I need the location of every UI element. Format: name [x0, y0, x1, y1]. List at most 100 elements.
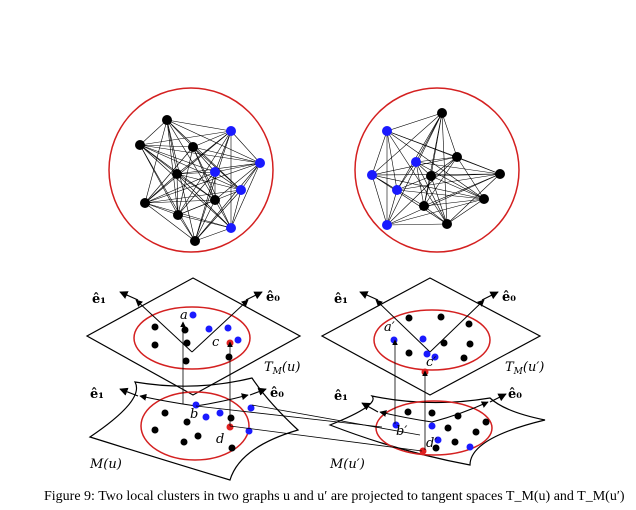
manifold-right-node [434, 436, 442, 444]
graph-right-edge [446, 173, 501, 225]
tangent-right-node [466, 340, 474, 348]
graph-right-edge [371, 174, 485, 200]
tangent-plane-right-cluster [373, 309, 491, 371]
manifold-right-curve-2 [431, 401, 489, 423]
manifold-left-node [180, 438, 188, 446]
manifold-left-node [151, 426, 159, 434]
tangent-right-node [440, 339, 448, 347]
tangent-right-node [405, 349, 413, 357]
graph-left-edges [139, 119, 261, 242]
graph-right-edge [396, 161, 417, 191]
graph-right-edge [415, 156, 458, 163]
graph-left-edge [144, 199, 216, 204]
manifold-left-node [228, 444, 236, 452]
label-e1-left-bottom: ê₁ [90, 387, 104, 402]
projection-connectors [180, 321, 428, 452]
graph-left-edge [139, 144, 194, 148]
graph-right-edge [386, 130, 448, 225]
manifold-left-node [227, 414, 235, 422]
graph-left-edge [194, 189, 242, 242]
graph-right-nodes [367, 108, 505, 230]
label-d: d [216, 432, 224, 447]
graph-right-node [437, 108, 447, 118]
graph-left-edge [176, 173, 179, 216]
label-d-prime: d′ [426, 436, 437, 451]
graph-right-edge [441, 112, 448, 225]
graph-right-node [426, 171, 436, 181]
graph-right-edge [423, 198, 485, 207]
graph-right-node [452, 152, 462, 162]
graph-left-edge [176, 171, 216, 175]
label-e0-left-bottom: ê₀ [270, 386, 284, 401]
graph-left-edge [144, 173, 178, 204]
tangent-right-e1-far [359, 291, 379, 301]
graph-right-edge [446, 198, 485, 225]
tangent-plane-left-cluster [133, 306, 251, 370]
graph-left-edge [230, 189, 242, 229]
manifold-right-node [428, 422, 436, 430]
manifold-left-node [192, 401, 200, 409]
manifold-right-node [454, 412, 462, 420]
label-tangent-left: TM(u) [264, 360, 300, 377]
label-e1-right-bottom: ê₁ [334, 389, 348, 404]
graph-right-edge [371, 173, 501, 176]
graph-left-edge [194, 227, 232, 242]
graph-left-edge [194, 130, 232, 242]
graph-right-edge [415, 161, 485, 200]
graph-right-node [382, 126, 392, 136]
graph-left-boundary [108, 87, 274, 253]
graph-left-edge [144, 162, 261, 204]
graph-left-edge [176, 173, 242, 191]
graph-right-edge [386, 189, 398, 226]
graph-left-node [140, 198, 150, 208]
graph-left-edge [214, 130, 232, 173]
graph-left-edge [214, 162, 261, 173]
graph-right-edge [386, 112, 443, 132]
manifold-left-node [216, 409, 224, 417]
graph-right-edge [371, 174, 448, 225]
graph-left-node [226, 126, 236, 136]
graph-right-edge [430, 175, 448, 225]
label-c-prime: c′ [426, 355, 436, 370]
manifold-left-node [183, 418, 191, 426]
graph-left-edge [176, 173, 232, 229]
tangent-right-basis-e0 [429, 299, 485, 353]
graph-left-edge [144, 171, 216, 204]
graph-left-edge [166, 119, 179, 216]
tangent-left-node [225, 353, 233, 361]
graph-left-node [135, 140, 145, 150]
manifold-right-curve-1 [379, 410, 433, 423]
graph-right-edge [456, 156, 501, 175]
graph-left-edge [144, 119, 168, 204]
graph-left-edge [144, 146, 194, 204]
graph-right-boundary [354, 87, 520, 253]
connector-cross-3 [251, 404, 421, 436]
graph-right-node [367, 170, 377, 180]
graph-right-edges [371, 112, 501, 226]
graph-left-edge [230, 162, 261, 229]
graph-right-edge [396, 175, 432, 191]
tangent-left-node [224, 324, 232, 332]
tangent-left-node [183, 339, 191, 347]
graph-left-edge [177, 214, 196, 242]
label-manifold-right: M(u′) [329, 457, 365, 472]
manifold-right-node [472, 428, 480, 436]
manifold-right-node [432, 444, 440, 452]
manifold-right-node [482, 418, 490, 426]
tangent-left-node [189, 311, 197, 319]
graph-left-edge [166, 119, 232, 132]
tangent-right-e0-far [481, 291, 499, 301]
graph-left-edge [144, 202, 179, 216]
graph-left-edge [194, 162, 261, 242]
graph-left-edge [192, 130, 232, 148]
manifold-left-node [202, 413, 210, 421]
tangent-left-node [205, 325, 213, 333]
manifold-right-e1-arrow [361, 402, 379, 413]
graph-right-edge [396, 173, 501, 191]
graph-right-edge [386, 112, 443, 226]
label-e1-left-top: ê₁ [92, 292, 106, 307]
manifold-right-node [444, 424, 452, 432]
graph-left-edge [230, 130, 261, 164]
tangent-right-node [460, 354, 468, 362]
